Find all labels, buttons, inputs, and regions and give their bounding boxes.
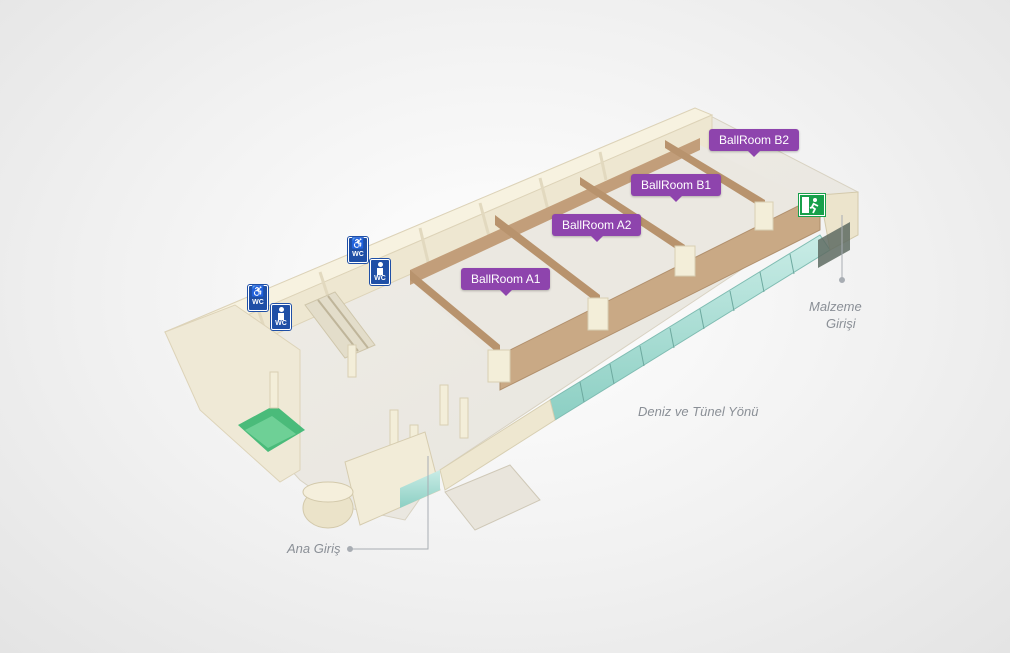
ballroom-a2-tag[interactable]: BallRoom A2 <box>552 214 642 242</box>
ballroom-a1-tag[interactable]: BallRoom A1 <box>461 268 551 296</box>
ballroom-b2-tag[interactable]: BallRoom B2 <box>709 129 800 157</box>
sea-direction-label: Deniz ve Tünel Yönü <box>638 404 759 419</box>
men-wc-icon: WC <box>271 304 291 330</box>
ballroom-back-wall <box>410 138 700 285</box>
green-counter-glow <box>245 416 296 448</box>
main-entrance-label: Ana Giriş <box>287 541 341 556</box>
emergency-exit-icon <box>799 194 825 216</box>
running-man-icon <box>802 197 819 214</box>
wc-label: WC <box>374 275 386 282</box>
entrance-glass <box>400 470 440 508</box>
glass-mullions <box>579 253 795 403</box>
ballroom-area <box>410 145 820 375</box>
entrance-steps <box>444 464 541 531</box>
wheelchair-wc-icon: ♿ WC <box>248 285 268 311</box>
wc-label: WC <box>352 251 364 258</box>
wc-label: WC <box>275 320 287 327</box>
round-tower <box>302 481 354 529</box>
men-wc-icon: WC <box>370 259 390 285</box>
material-entrance-label-line1: Malzeme <box>809 299 862 314</box>
front-wall <box>439 399 556 491</box>
ballroom-b1-tag[interactable]: BallRoom B1 <box>631 174 722 202</box>
wheelchair-wc-icon: ♿ WC <box>348 237 368 263</box>
leader-lines <box>347 215 845 552</box>
escalators <box>304 291 376 359</box>
wc-label: WC <box>252 299 264 306</box>
material-entrance-label-line2: Girişi <box>826 316 856 331</box>
